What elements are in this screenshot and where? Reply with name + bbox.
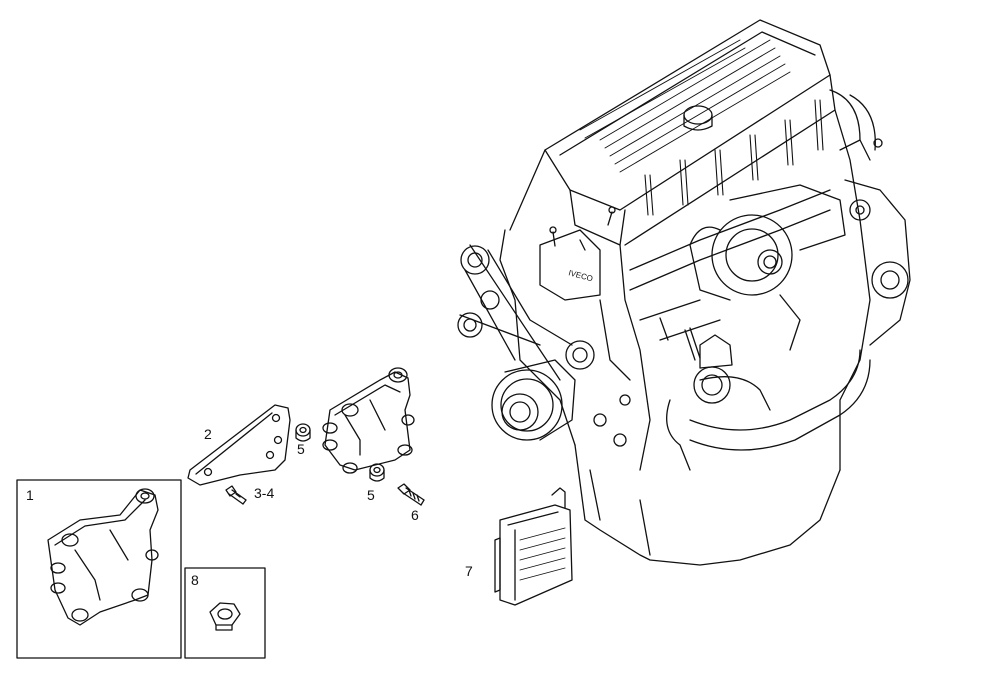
bracket-plate xyxy=(187,404,291,486)
part-8-nut xyxy=(209,602,241,631)
part-8-frame xyxy=(184,567,266,659)
callout-1: 1 xyxy=(26,487,34,503)
spacer-5-upper xyxy=(295,423,311,442)
spacer-5-lower xyxy=(369,463,385,482)
callout-6: 6 xyxy=(411,507,419,523)
engine-assembly xyxy=(457,19,911,566)
callout-5-lower: 5 xyxy=(367,487,375,503)
engine-badge: IVECO xyxy=(567,268,593,283)
part-1-frame xyxy=(16,479,182,659)
part-1-cooler xyxy=(47,488,159,626)
callout-3-4: 3-4 xyxy=(254,485,275,501)
callout-5-upper: 5 xyxy=(297,441,305,457)
ecu-module xyxy=(494,487,573,606)
callout-7: 7 xyxy=(465,563,473,579)
mounting-block xyxy=(322,367,415,474)
callout-8: 8 xyxy=(191,572,199,588)
bolt-3-4 xyxy=(225,485,247,505)
bolt-6 xyxy=(397,483,425,506)
callout-2: 2 xyxy=(204,426,212,442)
